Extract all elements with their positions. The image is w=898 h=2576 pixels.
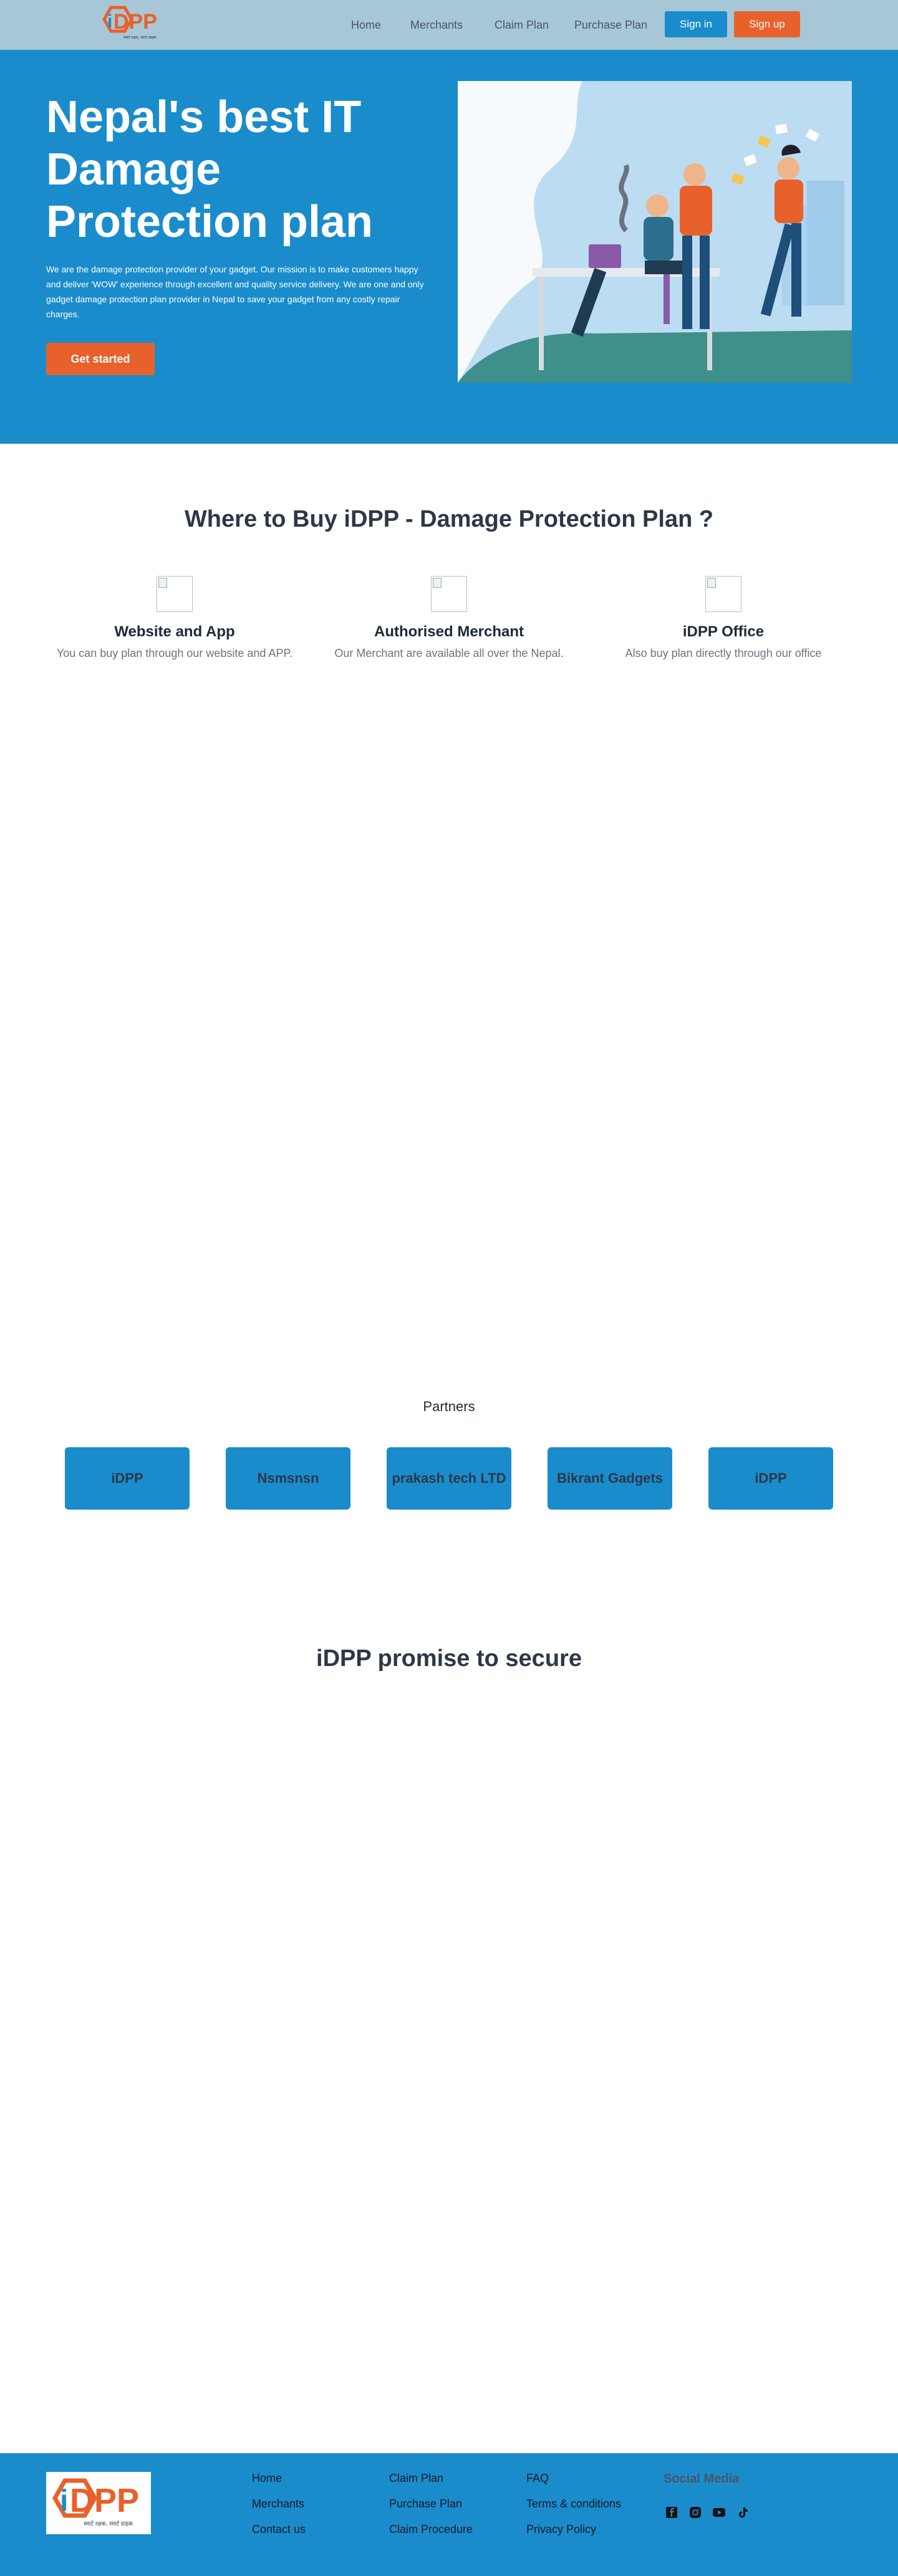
svg-text:i: i	[107, 11, 112, 32]
get-started-button[interactable]: Get started	[46, 343, 155, 375]
footer-logo[interactable]: i DPP स्मार्ट रक्षक, स्मार्ट ग्राहक	[46, 2472, 151, 2534]
svg-text:DPP: DPP	[70, 2482, 139, 2519]
svg-text:स्मार्ट रक्षक, स्मार्ट ग्राहक: स्मार्ट रक्षक, स्मार्ट ग्राहक	[123, 35, 157, 40]
partner-card[interactable]: Nsmsnsn	[226, 1447, 350, 1510]
website-app-image	[157, 576, 193, 612]
partner-card[interactable]: iDPP	[65, 1447, 190, 1510]
where-to-buy-card: Authorised Merchant Our Merchant are ava…	[312, 576, 586, 660]
idpp-logo[interactable]: i DPP स्मार्ट रक्षक, स्मार्ट ग्राहक	[100, 5, 162, 45]
authorised-merchant-image	[431, 576, 467, 612]
where-to-buy-card: Website and App You can buy plan through…	[37, 576, 312, 660]
footer-link-claim-procedure[interactable]: Claim Procedure	[389, 2523, 473, 2535]
card-text: Also buy plan directly through our offic…	[625, 647, 822, 659]
footer-link-merchants[interactable]: Merchants	[252, 2497, 305, 2510]
nav-purchase-plan[interactable]: Purchase Plan	[574, 19, 648, 31]
facebook-icon[interactable]	[665, 2506, 678, 2519]
partners-title: Partners	[423, 1399, 475, 1414]
partner-card[interactable]: iDPP	[708, 1447, 833, 1510]
card-text: Our Merchant are available all over the …	[334, 647, 564, 659]
partner-card[interactable]: Bikrant Gadgets	[548, 1447, 672, 1510]
sign-in-button[interactable]: Sign in	[665, 11, 727, 37]
nav-merchants[interactable]: Merchants	[410, 19, 463, 31]
hero-section: Nepal's best IT Damage Protection plan W…	[0, 50, 898, 444]
hero-illustration	[458, 81, 852, 383]
footer-link-terms[interactable]: Terms & conditions	[526, 2497, 622, 2510]
hero-description: We are the damage protection provider of…	[46, 264, 424, 319]
card-title: Authorised Merchant	[374, 623, 524, 640]
social-media-title: Social Media	[664, 2472, 740, 2486]
site-header: i DPP स्मार्ट रक्षक, स्मार्ट ग्राहक Home…	[0, 0, 898, 50]
svg-text:i: i	[60, 2484, 68, 2517]
footer-link-home[interactable]: Home	[252, 2472, 282, 2484]
footer-column-3: FAQ Terms & conditions Privacy Policy	[526, 2471, 621, 2547]
nav-home[interactable]: Home	[351, 19, 382, 31]
where-to-buy-title: Where to Buy iDPP - Damage Protection Pl…	[184, 506, 714, 532]
card-title: Website and App	[114, 623, 235, 640]
footer-column-2: Claim Plan Purchase Plan Claim Procedure	[389, 2471, 473, 2547]
idpp-office-image	[705, 576, 741, 612]
footer-link-claim-plan[interactable]: Claim Plan	[389, 2472, 444, 2484]
footer-link-privacy[interactable]: Privacy Policy	[526, 2523, 597, 2535]
partner-card[interactable]: prakash tech LTD	[387, 1447, 511, 1510]
instagram-icon[interactable]	[688, 2506, 702, 2519]
footer-link-contact[interactable]: Contact us	[252, 2523, 306, 2535]
hero-title: Nepal's best IT Damage Protection plan	[46, 92, 374, 247]
site-footer: i DPP स्मार्ट रक्षक, स्मार्ट ग्राहक Home…	[0, 2453, 898, 2576]
card-text: You can buy plan through our website and…	[56, 647, 293, 659]
footer-link-purchase-plan[interactable]: Purchase Plan	[389, 2497, 463, 2510]
promise-title: iDPP promise to secure	[316, 1645, 582, 1672]
card-title: iDPP Office	[682, 623, 765, 640]
tiktok-icon[interactable]	[736, 2506, 750, 2519]
nav-claim-plan[interactable]: Claim Plan	[495, 19, 549, 31]
where-to-buy-card: iDPP Office Also buy plan directly throu…	[586, 576, 861, 660]
svg-text:स्मार्ट रक्षक, स्मार्ट ग्राहक: स्मार्ट रक्षक, स्मार्ट ग्राहक	[84, 2520, 133, 2527]
footer-link-faq[interactable]: FAQ	[526, 2472, 549, 2484]
youtube-icon[interactable]	[712, 2506, 726, 2519]
sign-up-button[interactable]: Sign up	[734, 11, 800, 37]
svg-text:DPP: DPP	[113, 10, 157, 34]
footer-column-1: Home Merchants Contact us	[252, 2471, 306, 2547]
